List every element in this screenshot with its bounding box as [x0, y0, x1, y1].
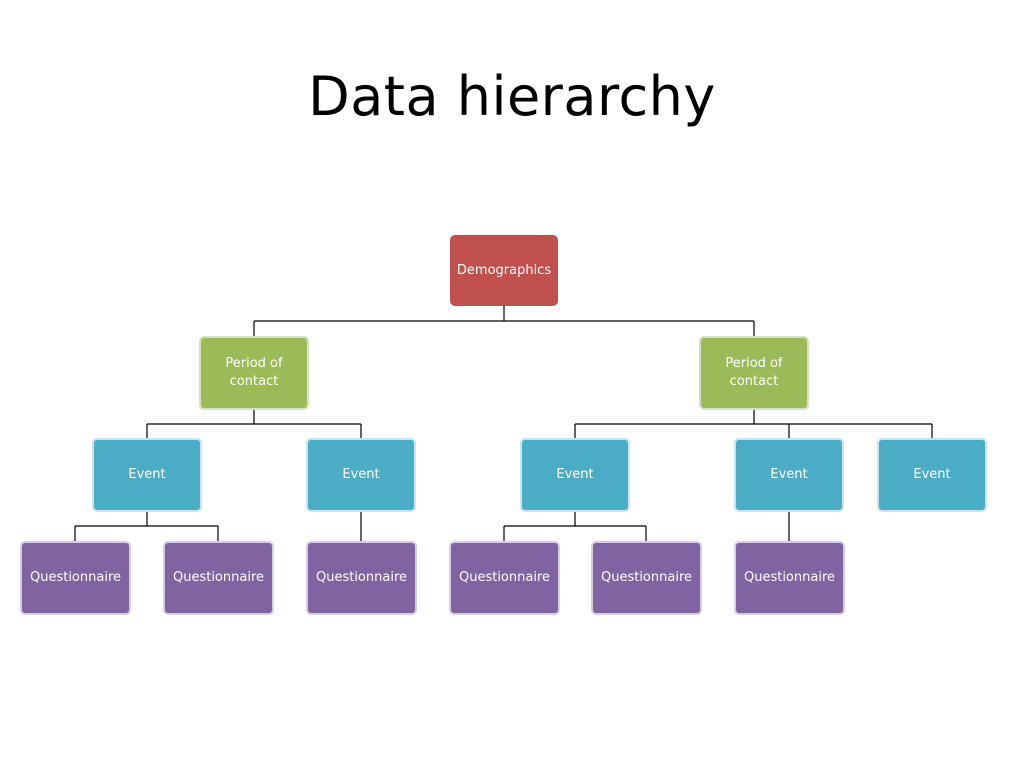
node-event-2: Event	[306, 438, 416, 512]
node-questionnaire-2: Questionnaire	[163, 541, 274, 615]
node-label: Period of contact	[725, 356, 783, 389]
node-event-4: Event	[734, 438, 844, 512]
node-period-of-contact-left: Period of contact	[199, 336, 309, 410]
node-questionnaire-4: Questionnaire	[449, 541, 560, 615]
node-questionnaire-6: Questionnaire	[734, 541, 845, 615]
node-questionnaire-1: Questionnaire	[20, 541, 131, 615]
node-demographics: Demographics	[450, 235, 558, 306]
node-label: Questionnaire	[743, 570, 836, 585]
slide-title: Data hierarchy	[308, 65, 716, 128]
node-label: Event	[556, 467, 594, 482]
node-label: Questionnaire	[29, 570, 122, 585]
node-event-3: Event	[520, 438, 630, 512]
node-label: Demographics	[456, 262, 552, 278]
node-event-1: Event	[92, 438, 202, 512]
node-label: Event	[913, 467, 951, 482]
node-label: Event	[128, 467, 166, 482]
node-period-of-contact-right: Period of contact	[699, 336, 809, 410]
node-label: Event	[342, 467, 380, 482]
node-label: Questionnaire	[172, 570, 265, 585]
node-label: Questionnaire	[458, 570, 551, 585]
node-questionnaire-3: Questionnaire	[306, 541, 417, 615]
node-label: Questionnaire	[600, 570, 693, 585]
node-event-5: Event	[877, 438, 987, 512]
node-label: Questionnaire	[315, 570, 408, 585]
node-label: Event	[770, 467, 808, 482]
node-label: Period of contact	[225, 356, 283, 389]
node-questionnaire-5: Questionnaire	[591, 541, 702, 615]
